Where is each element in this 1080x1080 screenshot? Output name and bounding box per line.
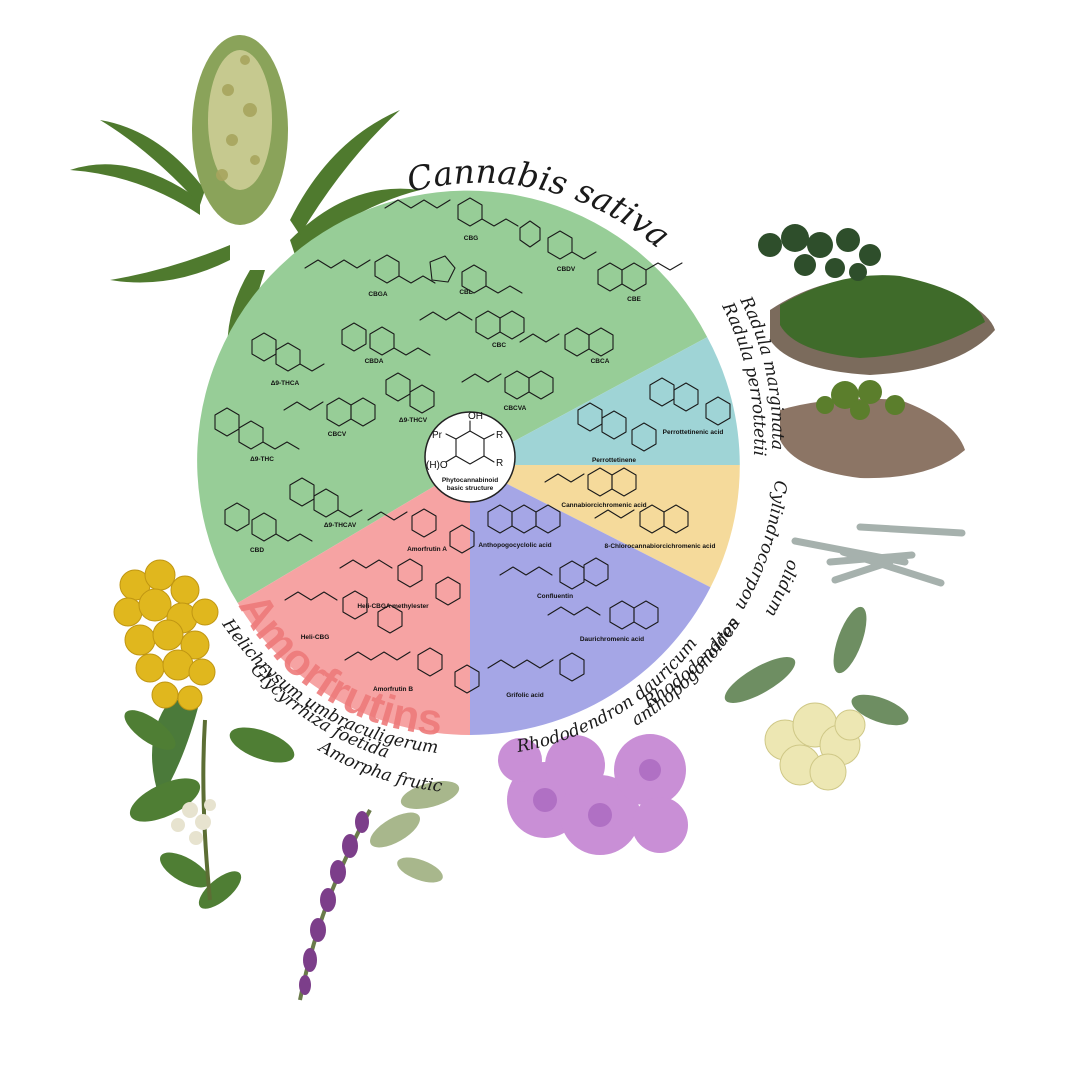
compound-label: CBG bbox=[464, 235, 478, 242]
compound-label: CBDA bbox=[365, 358, 384, 365]
compound-label: Anthopogocyclolic acid bbox=[478, 542, 551, 549]
compound-label: Δ9-THCAV bbox=[324, 522, 357, 529]
compound-label: 8-Chlorocannabiorcichromenic acid bbox=[605, 543, 716, 550]
center-caption-line1: Phytocannabinoid bbox=[442, 477, 498, 484]
center-atom-h: (H)O bbox=[426, 460, 448, 471]
compound-label: Heli-CBGA methylester bbox=[357, 603, 429, 610]
compound-label: CBGA bbox=[368, 291, 387, 298]
rhododendron-anthopogonoides-illustration bbox=[724, 606, 909, 791]
compound-label: Grifolic acid bbox=[506, 692, 544, 699]
compound-labels: CBG CBDV CBGA CBL CBE CBDA CBC CBCA Δ9-T… bbox=[250, 235, 723, 699]
compound-label: CBCA bbox=[591, 358, 610, 365]
compound-label: Amorfrutin A bbox=[407, 546, 447, 553]
compound-label: Perrottetinene bbox=[592, 457, 636, 464]
compound-label: Δ9-THCA bbox=[271, 380, 300, 387]
compound-label: Confluentin bbox=[537, 593, 573, 600]
compound-label: Δ9-THC bbox=[250, 456, 274, 463]
compound-label: Perrottetinenic acid bbox=[663, 429, 724, 436]
amorpha-plant-illustration bbox=[298, 781, 460, 1001]
sector-cannabis bbox=[197, 190, 708, 603]
compound-structures bbox=[214, 197, 731, 694]
compound-label: CBD bbox=[250, 547, 264, 554]
center-caption-line2: basic structure bbox=[447, 485, 494, 492]
compound-label: CBC bbox=[492, 342, 506, 349]
compound-label: CBCVA bbox=[504, 405, 527, 412]
compound-label: CBDV bbox=[557, 266, 576, 273]
compound-label: CBCV bbox=[328, 431, 347, 438]
glycyrrhiza-plant-illustration bbox=[124, 710, 295, 909]
sector-cylindrocarpon bbox=[470, 465, 740, 588]
cylindrocarpon-spores-illustration bbox=[791, 523, 966, 587]
compound-label: CBL bbox=[459, 289, 472, 296]
compound-label: Δ9-THCV bbox=[399, 417, 428, 424]
sector-amorfrutins bbox=[237, 465, 470, 736]
sector-radula bbox=[470, 337, 740, 465]
sector-rhododendron bbox=[470, 465, 711, 735]
center-atom-pr: Pr bbox=[432, 430, 443, 441]
helichrysum-flower-illustration bbox=[113, 559, 219, 800]
rhododendron-dauricum-illustration bbox=[498, 734, 688, 855]
compound-label: Cannabiorcichromenic acid bbox=[561, 502, 646, 509]
compound-label: Amorfrutin B bbox=[373, 686, 413, 693]
compound-label: Heli-CBG bbox=[301, 634, 330, 641]
compound-label: Daurichromenic acid bbox=[580, 636, 644, 643]
pie-chart bbox=[197, 190, 740, 736]
center-atom-oh: OH bbox=[468, 411, 483, 422]
center-atom-r1: R bbox=[496, 430, 503, 441]
center-atom-r2: R bbox=[496, 458, 503, 469]
compound-label: CBE bbox=[627, 296, 641, 303]
center-basic-structure: OH Pr R R (H)O Phytocannabinoid basic st… bbox=[424, 411, 516, 503]
radula-moss-illustration bbox=[758, 224, 995, 479]
